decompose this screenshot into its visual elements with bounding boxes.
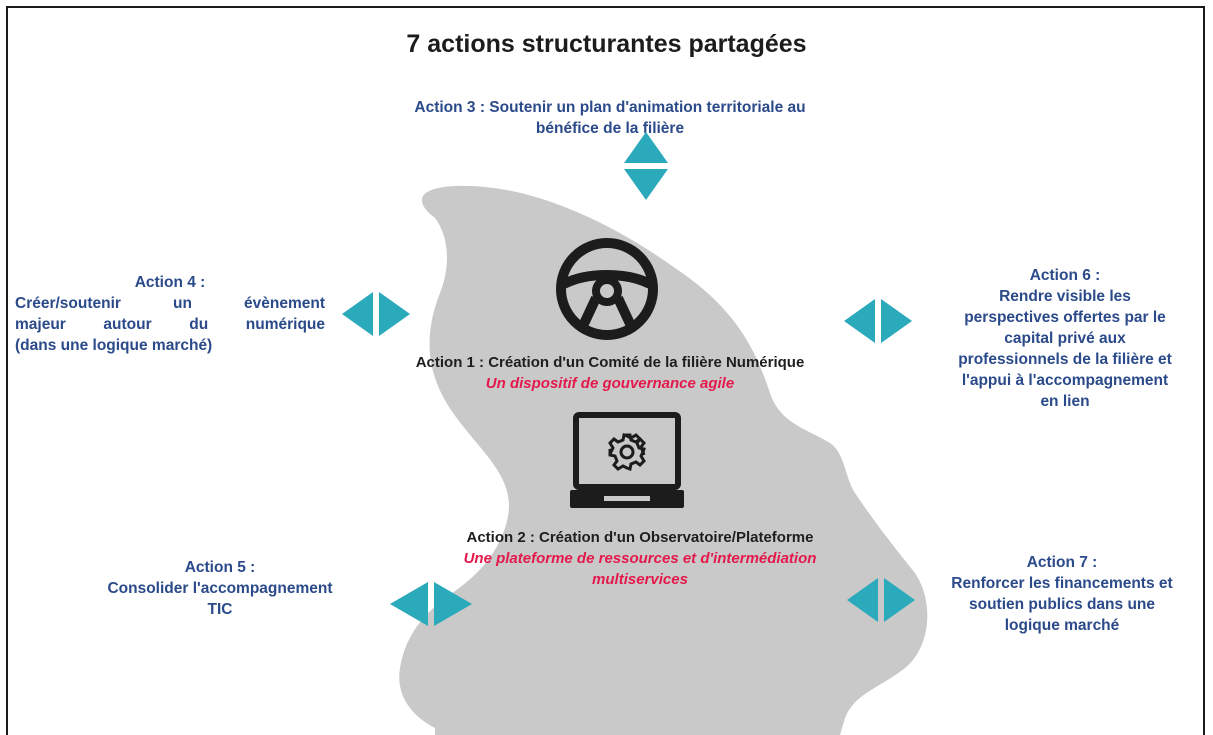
page-title: 7 actions structurantes partagées <box>406 30 807 58</box>
action-5-label: Action 5 : Consolider l'accompagnement T… <box>107 559 333 618</box>
action-4-label: Action 4 : Créer/soutenir un évènement m… <box>15 274 325 354</box>
action-6-label: Action 6 : Rendre visible les perspectiv… <box>958 267 1172 410</box>
steering-wheel-icon <box>556 238 658 340</box>
action-7-label: Action 7 : Renforcer les financements et… <box>951 554 1173 634</box>
slide-frame <box>6 6 1205 735</box>
double-arrow-icon <box>844 299 912 343</box>
double-arrow-icon <box>342 292 410 336</box>
double-arrow-icon <box>390 582 472 626</box>
action-1-label: Action 1 : Création d'un Comité de la fi… <box>415 354 805 392</box>
laptop-gear-icon <box>570 412 684 508</box>
double-arrow-icon <box>624 132 668 200</box>
action-3-label: Action 3 : Soutenir un plan d'animation … <box>414 99 806 137</box>
action-2-label: Action 2 : Création d'un Observatoire/Pl… <box>463 529 817 588</box>
island-map-shape <box>399 185 928 735</box>
double-arrow-icon <box>847 578 915 622</box>
